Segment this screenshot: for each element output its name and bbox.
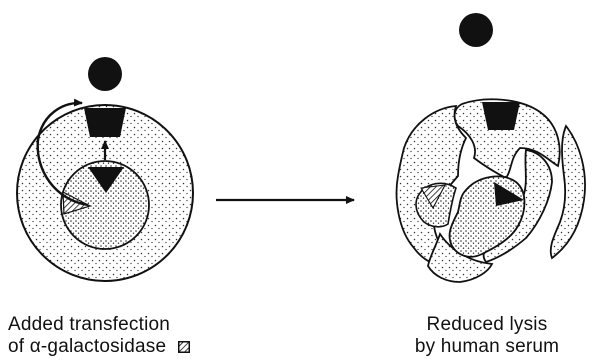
hatched-square-icon bbox=[178, 341, 190, 353]
left-caption-line2-row: of α-galactosidase bbox=[8, 336, 190, 358]
surface-epitope bbox=[84, 108, 126, 137]
left-caption: Added transfection of α-galactosidase bbox=[8, 314, 190, 358]
lysed-cell bbox=[397, 13, 585, 282]
right-caption: Reduced lysis by human serum bbox=[398, 314, 576, 358]
right-caption-line2: by human serum bbox=[398, 336, 576, 358]
left-caption-line2: of α-galactosidase bbox=[8, 336, 166, 357]
right-caption-line1: Reduced lysis bbox=[398, 314, 576, 336]
surface-epitope-right bbox=[482, 102, 520, 130]
left-caption-line1: Added transfection bbox=[8, 314, 190, 336]
antibody-dot-right bbox=[459, 13, 493, 47]
antibody-dot bbox=[88, 57, 122, 91]
intact-cell bbox=[17, 57, 193, 281]
